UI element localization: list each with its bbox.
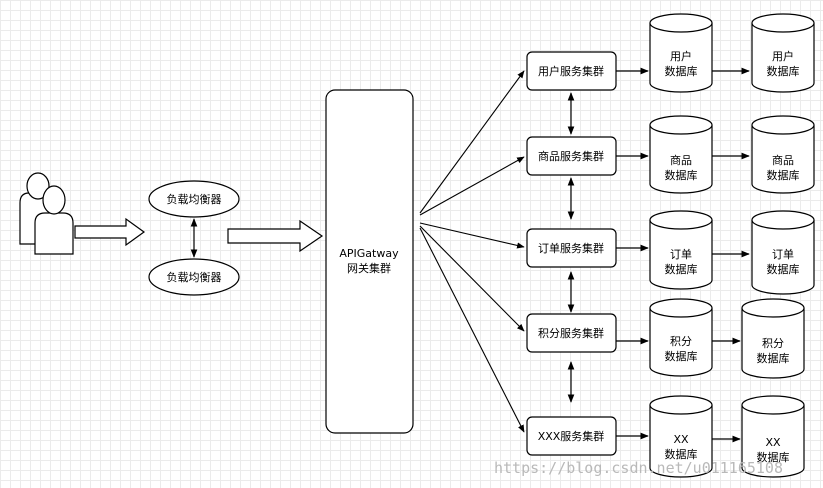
gateway-to-service-arrow xyxy=(419,227,525,433)
database-product: 商品 数据库 xyxy=(649,115,713,194)
load-balancer-1: 负载均衡器 xyxy=(148,180,240,218)
service-label: 订单服务集群 xyxy=(538,241,604,255)
database-label-line2: 数据库 xyxy=(665,168,698,182)
service-label: 积分服务集群 xyxy=(538,326,604,340)
block-arrow-users-to-lb xyxy=(74,217,146,247)
service-cluster-user: 用户服务集群 xyxy=(526,51,617,91)
database-points: 积分 数据库 xyxy=(649,298,713,377)
service-cluster-product: 商品服务集群 xyxy=(526,136,617,176)
users-icon xyxy=(19,172,74,255)
database-label-line1: 用户 xyxy=(670,49,692,63)
database-product-replica: 商品 数据库 xyxy=(751,115,815,194)
database-label-line2: 数据库 xyxy=(767,64,800,78)
database-order: 订单 数据库 xyxy=(649,210,713,290)
database-label-line2: 数据库 xyxy=(757,351,790,365)
gateway-to-service-arrow xyxy=(419,225,525,332)
gateway-label-line1: APIGatway xyxy=(339,247,399,260)
database-label-line1: XX xyxy=(765,436,781,449)
database-label-line1: 商品 xyxy=(670,153,692,167)
block-arrow-lb-to-gateway xyxy=(227,219,324,253)
service-cluster-xxx: XXX服务集群 xyxy=(526,416,617,456)
service-cluster-points: 积分服务集群 xyxy=(526,313,617,353)
database-order-replica: 订单 数据库 xyxy=(751,210,815,295)
database-label-line2: 数据库 xyxy=(757,450,790,464)
database-label-line2: 数据库 xyxy=(767,262,800,276)
database-label-line2: 数据库 xyxy=(665,349,698,363)
gateway-to-service-arrow xyxy=(419,70,525,214)
database-xx-replica: XX 数据库 xyxy=(741,395,805,478)
service-label: 商品服务集群 xyxy=(538,149,604,163)
load-balancer-label: 负载均衡器 xyxy=(167,270,222,284)
database-label-line2: 数据库 xyxy=(665,262,698,276)
service-label: 用户服务集群 xyxy=(538,64,604,78)
database-label-line1: XX xyxy=(673,433,689,446)
service-cluster-order: 订单服务集群 xyxy=(526,228,617,268)
database-label-line2: 数据库 xyxy=(767,168,800,182)
database-label-line1: 积分 xyxy=(670,335,692,348)
database-xx: XX 数据库 xyxy=(649,395,713,478)
load-balancer-label: 负载均衡器 xyxy=(167,192,222,206)
service-label: XXX服务集群 xyxy=(538,429,605,443)
database-user: 用户 数据库 xyxy=(649,13,713,93)
database-user-replica: 用户 数据库 xyxy=(751,13,815,93)
database-label-line1: 商品 xyxy=(772,153,794,167)
database-label-line1: 用户 xyxy=(772,49,794,63)
gateway-label-line2: 网关集群 xyxy=(347,261,391,275)
gateway-to-service-arrow xyxy=(419,156,525,216)
database-label-line1: 订单 xyxy=(772,248,794,261)
database-label-line2: 数据库 xyxy=(665,64,698,78)
api-gateway-cluster: APIGatway 网关集群 xyxy=(325,89,414,434)
gateway-to-service-arrow xyxy=(419,222,525,249)
load-balancer-2: 负载均衡器 xyxy=(148,258,240,296)
database-points-replica: 积分 数据库 xyxy=(741,298,805,379)
database-label-line2: 数据库 xyxy=(665,447,698,461)
database-label-line1: 订单 xyxy=(670,248,692,261)
watermark: https://blog.csdn.net/u011165108 xyxy=(494,459,783,477)
database-label-line1: 积分 xyxy=(762,337,784,350)
